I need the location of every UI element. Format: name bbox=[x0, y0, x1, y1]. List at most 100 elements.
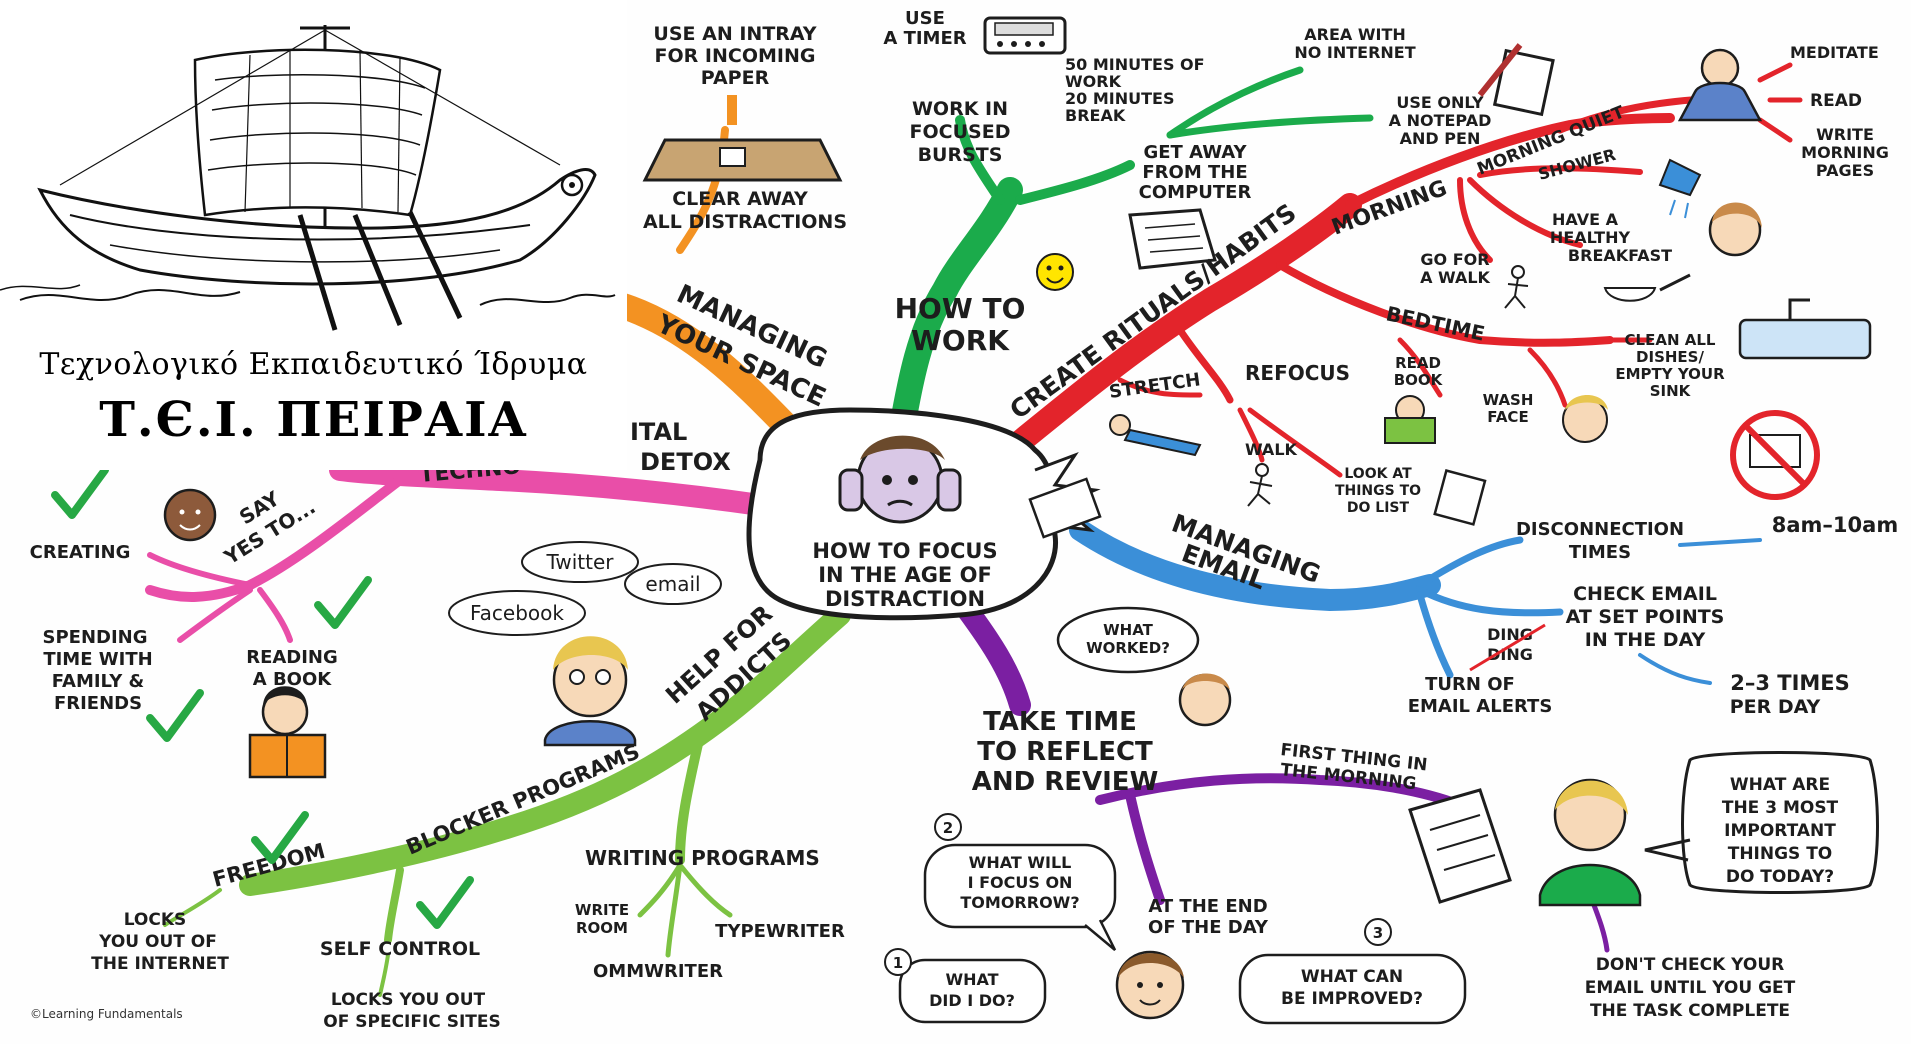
central-topic: HOW TO FOCUS IN THE AGE OF DISTRACTION bbox=[746, 407, 1101, 621]
number-3: 3 bbox=[1373, 924, 1383, 942]
read-book-label-2: BOOK bbox=[1394, 371, 1444, 389]
runner-icon bbox=[1247, 463, 1273, 507]
washing-face-icon bbox=[1562, 395, 1608, 443]
ship-logo-icon bbox=[0, 25, 616, 331]
number-2-badge: 2 bbox=[934, 813, 962, 841]
wash-face-label-1: WASH bbox=[1483, 391, 1534, 409]
branch-addicts bbox=[239, 604, 851, 896]
improved-label-2: BE IMPROVED? bbox=[1281, 989, 1423, 1009]
number-1: 1 bbox=[893, 954, 903, 972]
dont-check-label-2: EMAIL UNTIL YOU GET bbox=[1585, 978, 1796, 998]
logo-institution-name: Τεχνολογικό Εκπαιδευτικό Ίδρυμα bbox=[39, 347, 588, 382]
boy-dark-face-icon bbox=[163, 488, 217, 542]
getaway-label-1: GET AWAY bbox=[1143, 142, 1247, 163]
hours-label: 8am–10am bbox=[1772, 513, 1898, 537]
sub-branch-alerts bbox=[1416, 591, 1454, 679]
three-things-bubble: WHAT ARE THE 3 MOST IMPORTANT THINGS TO … bbox=[1644, 751, 1879, 894]
facebook-bubble: Facebook bbox=[448, 590, 586, 636]
smiley-icon bbox=[1036, 253, 1074, 291]
intray-label-3: PAPER bbox=[701, 67, 770, 89]
writing-label: WRITING PROGRAMS bbox=[585, 846, 820, 870]
sub-branch-selfcontrol bbox=[384, 866, 404, 944]
sub-branch-walk2 bbox=[1237, 407, 1265, 463]
breakfast-label-1: HAVE A bbox=[1552, 210, 1619, 229]
todo-label-1: LOOK AT bbox=[1344, 466, 1412, 482]
reading-label-2: A BOOK bbox=[253, 669, 333, 690]
email-bubble: email bbox=[624, 563, 722, 605]
write-pages-label-3: PAGES bbox=[1816, 161, 1874, 180]
ding-label-2: DING bbox=[1487, 645, 1533, 664]
sub-branch-yes bbox=[145, 475, 405, 602]
getaway-label-2: FROM THE bbox=[1142, 162, 1247, 183]
go-walk-label-2: A WALK bbox=[1420, 268, 1490, 287]
branch-label-work-2: WORK bbox=[911, 324, 1010, 357]
institution-logo-panel: Τεχνολογικό Εκπαιδευτικό Ίδρυμα Τ.Є.Ι. Π… bbox=[0, 0, 627, 470]
girl-icon bbox=[1538, 778, 1642, 907]
walker-icon bbox=[1504, 265, 1529, 309]
sub-branch-end-of-day bbox=[1125, 790, 1165, 905]
sub-branch-washface bbox=[1527, 347, 1568, 408]
timer-label-2: A TIMER bbox=[883, 28, 966, 49]
notepad-label-2: A NOTEPAD bbox=[1389, 111, 1492, 130]
end-of-day-label-1: AT THE END bbox=[1148, 896, 1267, 917]
sink-icon bbox=[1738, 298, 1872, 360]
checklist-icon bbox=[1408, 788, 1512, 904]
self-control-label: SELF CONTROL bbox=[320, 938, 480, 960]
no-computer-icon bbox=[1730, 410, 1820, 500]
branch-label-detox-2: DETOX bbox=[640, 448, 731, 476]
minutes-label-4: BREAK bbox=[1065, 106, 1126, 125]
nointernet-label-2: NO INTERNET bbox=[1294, 43, 1415, 62]
branch-how-to-work bbox=[887, 177, 1023, 453]
twitter-bubble: Twitter bbox=[521, 541, 639, 583]
refocus-label: REFOCUS bbox=[1245, 361, 1350, 385]
branch-label-reflect-3: AND REVIEW bbox=[972, 767, 1159, 797]
what-did-label-2: DID I DO? bbox=[929, 991, 1015, 1010]
three-things-label-4: THINGS TO bbox=[1728, 844, 1833, 864]
ding-label-1: DING bbox=[1487, 625, 1533, 644]
sub-branch-stretch bbox=[1117, 377, 1203, 398]
notepad-label-1: USE ONLY bbox=[1396, 93, 1484, 112]
reading-label-1: READING bbox=[246, 647, 338, 668]
read-label: READ bbox=[1810, 91, 1862, 111]
what-worked-bubble: WHAT WORKED? bbox=[1056, 606, 1200, 674]
stretching-person-icon bbox=[1109, 414, 1202, 457]
branch-managing-email bbox=[1069, 519, 1441, 612]
paper-icon bbox=[1028, 477, 1102, 539]
sub-branch-writing bbox=[675, 730, 705, 865]
per-day-label-1: 2–3 TIMES bbox=[1730, 671, 1850, 695]
wash-face-label-2: FACE bbox=[1487, 408, 1528, 426]
disconnection-label-2: TIMES bbox=[1569, 542, 1631, 563]
sub-branch-check bbox=[1416, 586, 1564, 617]
timer-icon bbox=[983, 16, 1067, 55]
branch-rituals bbox=[998, 193, 1362, 462]
sub-branch-ommwriter bbox=[665, 862, 683, 958]
sub-branch-first-thing bbox=[1095, 773, 1465, 810]
check-freedom-icon bbox=[251, 811, 309, 864]
number-3-badge: 3 bbox=[1364, 918, 1392, 946]
breakfast-label-2: HEALTHY bbox=[1550, 228, 1631, 247]
locks-sites-label-2: OF SPECIFIC SITES bbox=[323, 1012, 500, 1032]
sub-branch-disconnection bbox=[1416, 536, 1524, 589]
what-did-label-1: WHAT bbox=[945, 970, 998, 989]
improved-bubble: WHAT CAN BE IMPROVED? bbox=[1238, 953, 1467, 1025]
clear-label-2: ALL DISTRACTIONS bbox=[643, 211, 847, 233]
spending-label-4: FRIENDS bbox=[54, 693, 142, 714]
check-label-1: CHECK EMAIL bbox=[1573, 583, 1717, 605]
write-pages-label-1: WRITE bbox=[1816, 125, 1874, 144]
sub-branch-spending bbox=[177, 587, 253, 643]
branch-label-detox-1: ITAL bbox=[630, 418, 687, 446]
intray-label-1: USE AN INTRAY bbox=[653, 23, 816, 45]
clean-label-3: EMPTY YOUR bbox=[1615, 365, 1725, 383]
center-title-line2: IN THE AGE OF bbox=[818, 563, 992, 587]
boy-face-icon bbox=[1115, 950, 1185, 1020]
minutes-label-2: WORK bbox=[1065, 72, 1122, 91]
sub-branch-reading bbox=[257, 587, 293, 643]
spending-label-2: TIME WITH bbox=[43, 649, 152, 670]
sub-branch-writeroom bbox=[637, 862, 683, 918]
bursts-label-1: WORK IN bbox=[912, 98, 1008, 120]
sub-branch-creating bbox=[147, 552, 253, 588]
clean-label-4: SINK bbox=[1650, 382, 1692, 400]
three-things-label-1: WHAT ARE bbox=[1730, 775, 1830, 795]
sub-branch-refocus bbox=[1176, 326, 1234, 404]
